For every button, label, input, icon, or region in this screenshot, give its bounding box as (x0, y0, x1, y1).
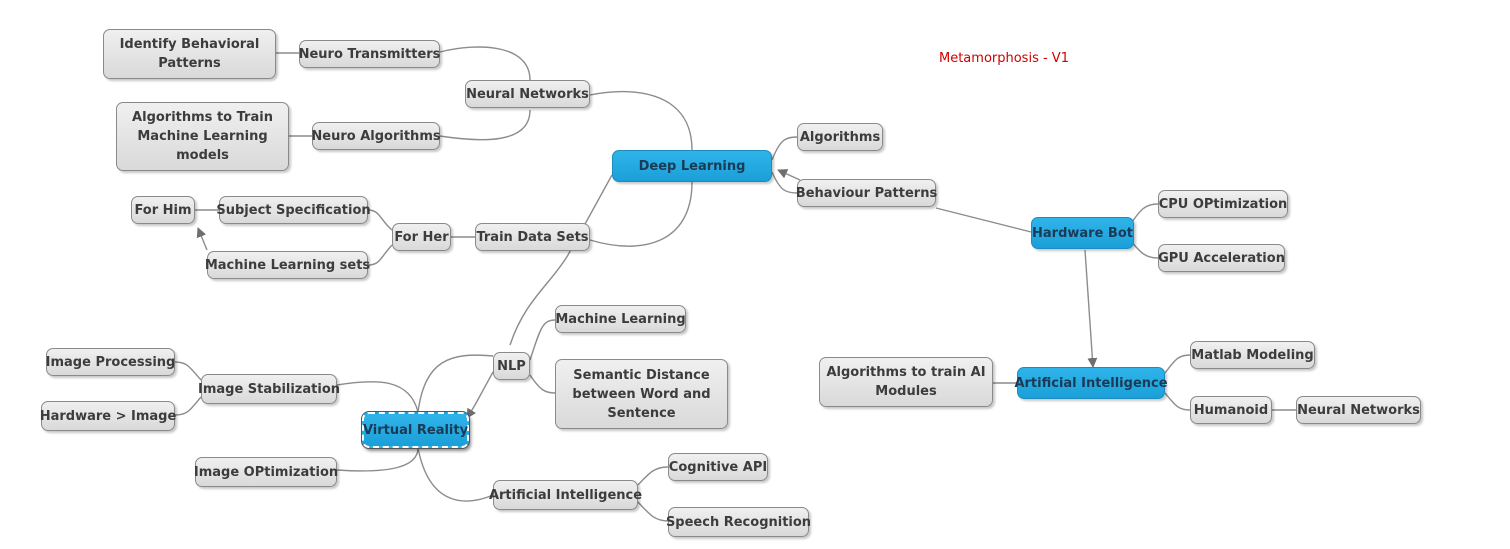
link-ai-bottom-speech (637, 501, 669, 522)
link-stab-hardware-image (174, 396, 202, 416)
node-image-optimization[interactable]: Image OPtimization (194, 457, 338, 487)
node-humanoid[interactable]: Humanoid (1190, 396, 1272, 424)
link-vr-ai-bottom (417, 447, 494, 502)
node-label-line: Semantic Distance (573, 367, 710, 383)
link-nn-neuro-algorithms (439, 109, 531, 141)
link-ai-right-humanoid (1164, 392, 1191, 411)
link-vr-image-stabilization (336, 381, 419, 413)
node-train-data-sets[interactable]: Train Data Sets (475, 223, 590, 251)
node-label-line: Patterns (158, 56, 221, 71)
node-neural-networks-right[interactable]: Neural Networks (1296, 396, 1421, 424)
relationship-behaviour-to-deep-learning (777, 169, 801, 181)
node-behaviour-patterns[interactable]: Behaviour Patterns (796, 179, 937, 207)
node-artificial-intelligence-bottom[interactable]: Artificial Intelligence (489, 480, 642, 510)
node-algorithms[interactable]: Algorithms (797, 123, 883, 151)
node-cognitive-api[interactable]: Cognitive API (668, 453, 768, 481)
link-vr-nlp (417, 354, 494, 413)
node-artificial-intelligence-right[interactable]: Artificial Intelligence (1014, 367, 1168, 399)
relationship-ml-sets-to-for-him (196, 227, 208, 251)
node-image-stabilization[interactable]: Image Stabilization (198, 374, 340, 404)
relationship-hardware-bot-to-ai (1084, 249, 1098, 368)
link-ai-right-matlab (1164, 354, 1191, 374)
link-stab-image-processing (174, 361, 202, 381)
node-label-line: Algorithms to train AI (826, 365, 986, 380)
node-cpu-optimization[interactable]: CPU OPtimization (1158, 190, 1288, 218)
node-subject-specification[interactable]: Subject Specification (216, 196, 371, 224)
relationship-train-data-to-nlp (509, 174, 613, 346)
link-for-her-ml-sets (367, 244, 393, 266)
node-algorithms-to-train-ml[interactable]: Algorithms to Train Machine Learning mod… (116, 102, 289, 171)
node-for-her[interactable]: For Her (392, 223, 451, 251)
node-virtual-reality[interactable]: Virtual Reality (361, 411, 470, 449)
node-hardware-image[interactable]: Hardware > Image (40, 401, 176, 431)
node-label-line: Identify Behavioral (119, 37, 260, 52)
node-label-line: Algorithms to Train (132, 110, 273, 125)
link-hardware-cpu (1129, 203, 1159, 226)
node-label-line: models (176, 148, 229, 163)
relationship-nlp-to-vr (466, 371, 494, 419)
node-matlab-modeling[interactable]: Matlab Modeling (1190, 341, 1315, 369)
node-label-line: Modules (875, 384, 937, 399)
node-neuro-transmitters[interactable]: Neuro Transmitters (299, 40, 440, 68)
link-for-her-subject (367, 209, 393, 231)
link-vr-image-optimization (336, 447, 419, 472)
node-nlp[interactable]: NLP (493, 352, 530, 380)
node-neural-networks[interactable]: Neural Networks (465, 80, 590, 108)
node-gpu-acceleration[interactable]: GPU Acceleration (1158, 244, 1285, 272)
link-nlp-machine-learning (529, 319, 556, 361)
node-image-processing[interactable]: Image Processing (46, 348, 175, 376)
node-deep-learning[interactable]: Deep Learning (612, 150, 772, 182)
node-algorithms-to-train-ai[interactable]: Algorithms to train AI Modules (819, 357, 993, 407)
link-behaviour-hardware-bot (935, 207, 1032, 233)
node-machine-learning[interactable]: Machine Learning (555, 305, 686, 333)
link-hardware-gpu (1129, 239, 1159, 259)
node-hardware-bot[interactable]: Hardware Bot (1031, 217, 1134, 249)
node-label-line: between Word and (572, 386, 711, 402)
node-speech-recognition[interactable]: Speech Recognition (666, 507, 811, 537)
node-neuro-algorithms[interactable]: Neuro Algorithms (311, 122, 441, 150)
link-ai-bottom-cognitive (637, 466, 669, 486)
link-deep-learning-algorithms (771, 136, 798, 161)
node-label-line: Sentence (607, 405, 676, 421)
link-nlp-semantic (529, 374, 556, 394)
node-label-line: Machine Learning (137, 129, 268, 144)
node-semantic-distance[interactable]: Semantic Distance between Word and Sente… (555, 359, 728, 429)
link-nn-neuro-transmitters (439, 46, 531, 81)
map-title: Metamorphosis - V1 (939, 51, 1069, 66)
node-for-him[interactable]: For Him (131, 196, 195, 224)
node-identify-behavioral-patterns[interactable]: Identify Behavioral Patterns (103, 29, 276, 79)
node-machine-learning-sets[interactable]: Machine Learning sets (205, 251, 370, 279)
link-deep-learning-behaviour (771, 171, 798, 194)
link-deep-learning-train-data-sets (589, 181, 693, 247)
link-deep-learning-neural-networks (589, 90, 693, 151)
